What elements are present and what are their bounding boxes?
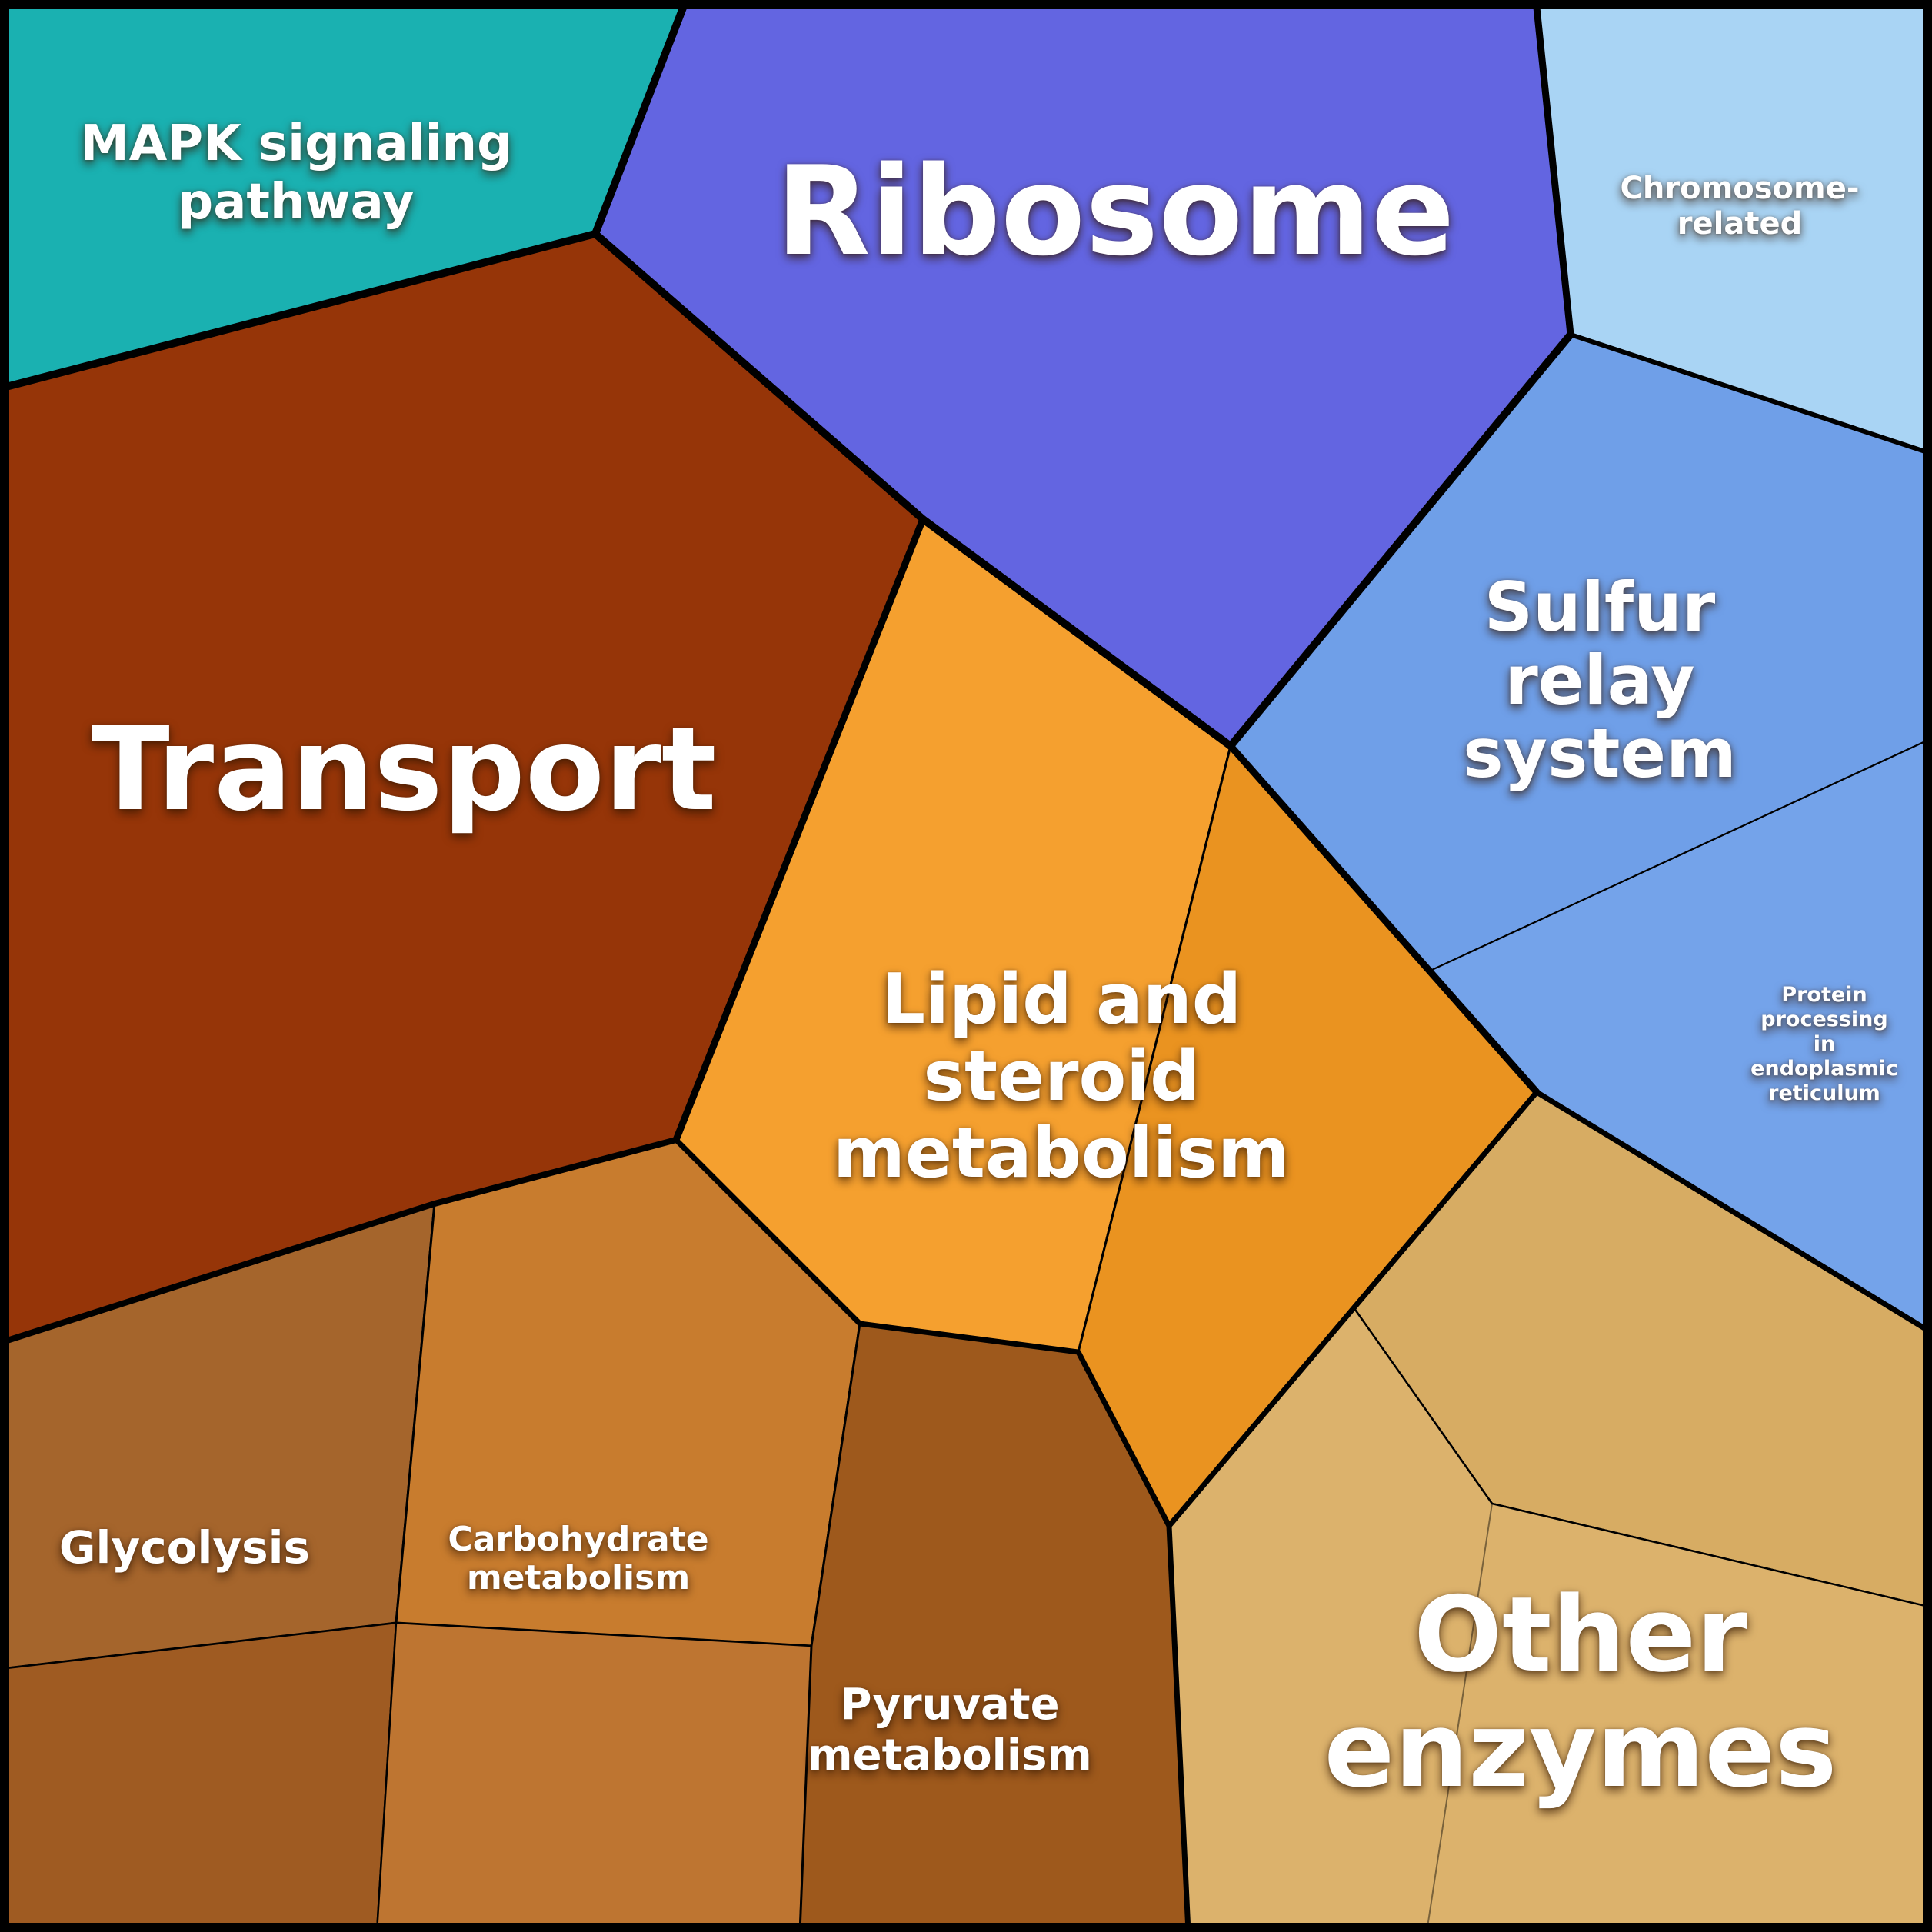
border-orange-bottom-group <box>673 1137 1172 1529</box>
border-blue-orange <box>1227 742 1541 1096</box>
border-ribosome-chromosome <box>1532 0 1574 338</box>
cell-carbohydrate-group-unlabeled-cell <box>375 1621 813 1932</box>
border-ribosome-transport <box>591 230 927 523</box>
border-transport-lipid <box>672 515 927 1144</box>
border-transport-bottom-group <box>0 1137 679 1346</box>
border-mapk-transport <box>0 230 599 392</box>
border-ribosome-sulfur <box>1227 331 1574 750</box>
border-chromosome-sulfur <box>1568 332 1932 456</box>
border-orange-tan <box>1166 1089 1540 1529</box>
cell-glycolysis-group-unlabeled-cell <box>0 1621 398 1932</box>
border-tan-pyruvate <box>1166 1523 1191 1932</box>
border-ribosome-lipid <box>919 515 1234 750</box>
border-blue-tan <box>1534 1089 1932 1336</box>
border-mapk-ribosome <box>591 0 690 238</box>
border-tan-internal <box>1426 1503 1493 1932</box>
